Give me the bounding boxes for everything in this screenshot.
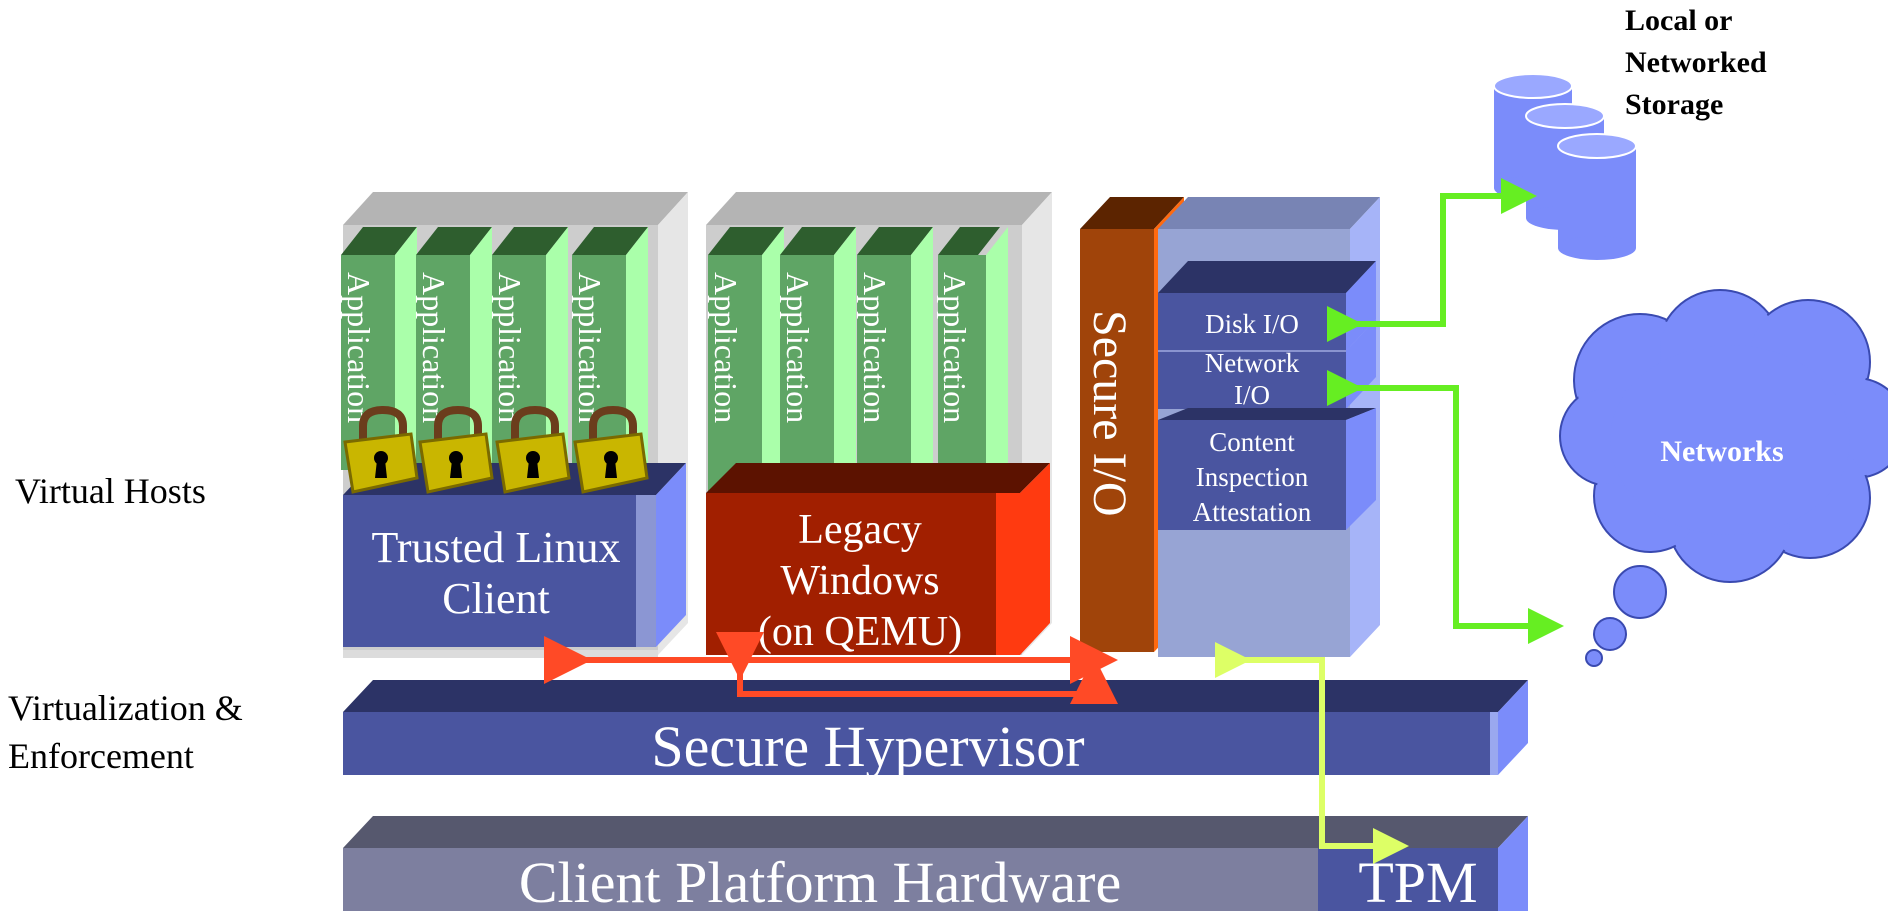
networks-label: Networks	[1660, 435, 1783, 468]
linux-app-label: Application	[341, 272, 377, 423]
arrow-windows-secureio	[716, 632, 1118, 704]
padlock-icon	[495, 405, 571, 494]
arrow-network-cloud	[1327, 370, 1564, 644]
virtual-hosts-label: Virtual Hosts	[15, 471, 206, 511]
io-stack: Disk I/O Network I/O Content Inspection …	[1158, 261, 1376, 530]
padlock-icon	[573, 405, 649, 494]
content-inspection-block	[1158, 420, 1346, 530]
windows-app-4: Application	[937, 227, 1008, 493]
windows-app-2: Application	[780, 227, 856, 493]
windows-app-1: Application	[708, 227, 784, 493]
tpm-label: TPM	[1358, 850, 1477, 911]
padlock-icon	[343, 405, 419, 494]
linux-client-line2: Client	[442, 574, 550, 623]
hardware-layer: Client Platform Hardware TPM	[343, 816, 1528, 911]
cloud-fill	[1562, 292, 1888, 580]
content-line1: Content	[1209, 427, 1295, 457]
windows-vm: Application Application Application Appl…	[706, 192, 1052, 655]
disk-io-label: Disk I/O	[1205, 309, 1299, 339]
arrow-secureio-tpm	[1215, 642, 1409, 864]
arrow-disk-storage	[1327, 178, 1537, 342]
network-io-line1: Network	[1205, 348, 1300, 378]
storage-label-line2: Networked	[1625, 46, 1767, 79]
inter-vm-arrows	[544, 632, 1118, 704]
external-io-arrows	[1327, 178, 1564, 644]
windows-app-label: Application	[780, 272, 816, 423]
linux-app-label: Application	[416, 272, 452, 423]
linux-app-label: Application	[492, 272, 528, 423]
disk-io-block	[1158, 293, 1346, 351]
network-io-line2: I/O	[1234, 380, 1270, 410]
windows-app-3: Application	[857, 227, 933, 493]
linux-client-line1: Trusted Linux	[372, 523, 621, 572]
hypervisor-label: Secure Hypervisor	[651, 714, 1084, 779]
linux-vm: Application Application Application Appl…	[341, 192, 688, 658]
secure-io-label: Secure I/O	[1083, 310, 1136, 517]
windows-app-label: Application	[708, 272, 744, 423]
storage-label-line3: Storage	[1625, 88, 1723, 121]
storage-label-line1: Local or	[1625, 4, 1732, 37]
content-line2: Inspection	[1196, 462, 1309, 492]
network-io-block	[1158, 351, 1346, 409]
windows-app-label: Application	[857, 272, 893, 423]
linux-app-label: Application	[572, 272, 608, 423]
windows-label-line1: Legacy	[798, 507, 922, 553]
windows-label-line2: Windows	[780, 558, 939, 604]
virtualization-label-line2: Enforcement	[8, 736, 194, 776]
virtualization-label-line1: Virtualization &	[8, 688, 243, 728]
windows-label-line3: (on QEMU)	[758, 609, 962, 655]
tpm-arrow	[1215, 642, 1409, 864]
hardware-label: Client Platform Hardware	[519, 850, 1121, 911]
padlock-icon	[418, 405, 494, 494]
content-line3: Attestation	[1193, 497, 1312, 527]
storage-icon	[1493, 73, 1637, 260]
windows-app-label: Application	[937, 272, 973, 423]
